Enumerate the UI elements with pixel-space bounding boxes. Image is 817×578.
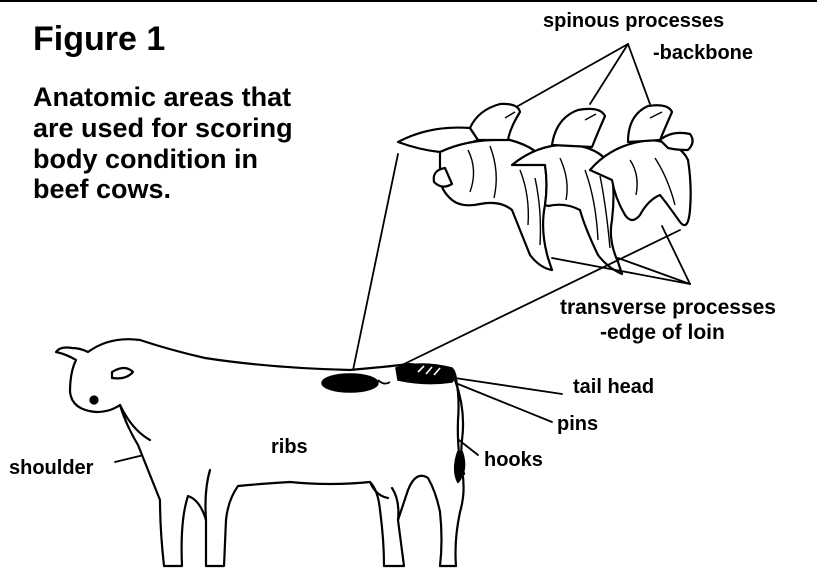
tail-head-marker [396,364,455,384]
label-transverse-processes: transverse processes [560,297,776,318]
loin-marker [322,374,378,392]
label-edge-of-loin: -edge of loin [600,322,725,343]
label-spinous-processes: spinous processes [543,11,724,31]
label-hooks: hooks [484,450,543,470]
figure-caption: Anatomic areas that are used for scoring… [33,82,318,205]
label-pins: pins [557,414,598,434]
vertebrae-illustration [398,104,693,274]
label-backbone: -backbone [653,43,753,63]
label-ribs: ribs [271,437,308,457]
figure-title: Figure 1 [33,22,165,56]
label-shoulder: shoulder [9,458,93,478]
label-tail-head: tail head [573,377,654,397]
